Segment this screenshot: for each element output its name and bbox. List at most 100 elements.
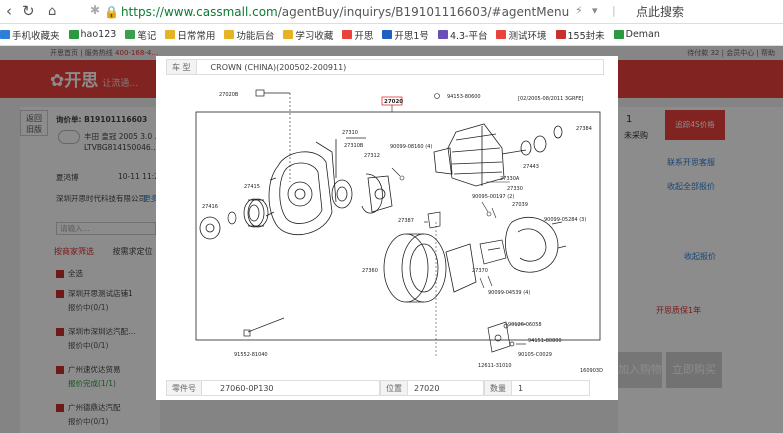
checkbox-icon[interactable]: [56, 290, 64, 298]
bookmarks-bar: 手机收藏夹 hao123 笔记日常常用功能后台学习收藏开思开思1号 4.3-平台测试环…: [0, 24, 783, 46]
back-old-version-button[interactable]: 返回旧版: [20, 110, 48, 136]
back-button-line: 返回: [26, 114, 42, 123]
label-27415: 27415: [244, 184, 260, 190]
label-90126: 90126-06058: [508, 322, 542, 328]
label-27443: 27443: [523, 164, 539, 170]
bookmark-icon: [496, 30, 507, 39]
dropdown-icon[interactable]: ▾: [592, 4, 598, 17]
label-27020: 27020: [384, 99, 403, 105]
quantity-label: 数量: [485, 381, 512, 395]
add-cart-button[interactable]: 加入购物车: [618, 352, 662, 412]
supplier-item[interactable]: 广州速优达贸易: [56, 364, 121, 375]
bookmark-item[interactable]: 学习收藏: [283, 28, 333, 42]
collapse-quote-link[interactable]: 收起报价: [684, 252, 716, 261]
model-label: 车 型: [167, 60, 197, 74]
url-path: /agentBuy/inquirys/B19101116603/#agentMe…: [277, 4, 570, 19]
bookmark-icon: [342, 30, 353, 39]
supplier-item[interactable]: 深圳开思测试店铺1: [56, 288, 133, 299]
alternator-housing: [265, 141, 337, 236]
screws-90099c: [479, 275, 493, 289]
model-value: CROWN (CHINA)(200502-200911): [210, 62, 347, 72]
label-90105: 90105-C0029: [518, 352, 552, 358]
rear-cover-27039: [505, 217, 567, 273]
part-diagram-modal: [156, 56, 618, 400]
lightning-icon[interactable]: ⚡: [575, 4, 583, 17]
tab-supplier-filter[interactable]: 按商家筛选: [54, 247, 94, 256]
collapse-all-quotes-link[interactable]: 收起全部报价: [667, 182, 715, 191]
top-strip-right[interactable]: 待付款 32 | 会员中心 | 帮助: [687, 49, 775, 57]
bolt-27020b: [255, 89, 291, 182]
supplier-item[interactable]: 深圳市深圳达汽配…: [56, 326, 136, 337]
bookmark-icon: [555, 30, 566, 39]
bookmark-icon: [382, 30, 393, 39]
quantity-value: 1: [518, 383, 524, 393]
bookmark-icon: [437, 30, 448, 39]
label-90099b: 90099-05284 (3): [544, 217, 586, 223]
bookmark-icon: [224, 30, 235, 39]
home-icon[interactable]: ⌂: [48, 4, 57, 19]
search-link[interactable]: 点此搜索: [636, 5, 685, 19]
rotor-assembly: [433, 123, 563, 187]
label-90095: 90095-00197 (2): [472, 194, 514, 200]
search-input[interactable]: 请输入…: [56, 222, 156, 235]
screw-90099: [391, 167, 405, 181]
bookmark-item[interactable]: 手机收藏夹: [0, 28, 60, 42]
label-date-range: [02/2005-08/2011 3GRFE]: [518, 96, 583, 102]
bookmark-item[interactable]: 开思1号: [382, 28, 429, 42]
label-12611: 12611-31010: [478, 363, 512, 369]
label-27039: 27039: [512, 202, 528, 208]
star-icon[interactable]: ✱: [90, 3, 101, 17]
bookmark-item[interactable]: hao123: [68, 29, 116, 40]
washer: [227, 211, 237, 225]
bookmark-item[interactable]: 测试环境: [496, 28, 547, 42]
label-94153: 94153-80600: [447, 94, 481, 100]
bookmark-icon: [165, 30, 176, 39]
checkbox-icon[interactable]: [56, 404, 64, 412]
checkbox-icon[interactable]: [56, 270, 64, 278]
bearing-27310b: [331, 137, 383, 214]
address-bar[interactable]: 🔒 https://www.cassmall.com/agentBuy/inqu…: [104, 2, 614, 21]
browser-toolbar: ‹ ↻ ⌂ ✱ 🔒 https://www.cassmall.com/agent…: [0, 0, 783, 24]
bookmark-item[interactable]: 日常常用: [165, 28, 215, 42]
logo[interactable]: ✿开思让流通…: [50, 71, 139, 91]
position-label: 位置: [381, 381, 408, 395]
contact-service-link[interactable]: 联系开思客服: [667, 158, 715, 167]
bookmark-item[interactable]: 笔记: [125, 28, 156, 42]
bookmark-item[interactable]: 开思: [342, 28, 373, 42]
bookmark-icon: [283, 30, 294, 39]
filter-tabs: 按商家筛选 按需求定位: [54, 246, 153, 257]
supplier-status: 报价中(0/1): [68, 417, 109, 426]
supplier-item[interactable]: 广州德鼎达汽配: [56, 402, 121, 413]
url-host: https://www.cassmall.com: [120, 4, 278, 19]
position-value: 27020: [414, 383, 440, 393]
region: 夏鸿博: [56, 173, 79, 182]
label-27330: 27330: [507, 186, 523, 192]
refresh-icon[interactable]: ↻: [22, 2, 35, 20]
label-27310b: 27310B: [344, 143, 364, 149]
bookmark-item[interactable]: 4.3-平台: [437, 28, 487, 42]
car-logo-icon: [58, 130, 80, 144]
tab-locate[interactable]: 按需求定位: [112, 247, 153, 256]
divider-icon: |: [612, 4, 616, 17]
track-price-button[interactable]: 追踪4S价格: [665, 110, 725, 140]
lock-icon: 🔒: [104, 4, 119, 19]
label-27330a: 27330A: [500, 176, 520, 182]
part-number-field: 零件号 27060-0P130: [166, 380, 380, 396]
supplier-status: 报价中(0/1): [68, 341, 109, 350]
qty-status: 未采购: [624, 131, 648, 140]
label-27312: 27312: [364, 153, 380, 159]
shop-more-link[interactable]: 更多: [143, 194, 158, 203]
select-all[interactable]: 全选: [56, 268, 83, 279]
back-arrow-icon[interactable]: ‹: [6, 2, 12, 20]
checkbox-icon[interactable]: [56, 366, 64, 374]
diagram-id: 160903D: [580, 368, 603, 374]
left-panel: [20, 107, 160, 433]
checkbox-icon[interactable]: [56, 328, 64, 336]
bolt-91552: [243, 317, 285, 337]
bookmark-icon: [68, 30, 79, 39]
bookmark-item[interactable]: 功能后台: [224, 28, 274, 42]
buy-now-button[interactable]: 立即购买: [666, 352, 722, 388]
label-90099a: 90099-08160 (4): [390, 144, 432, 150]
bookmark-item[interactable]: 155封未: [555, 28, 605, 42]
bookmark-item[interactable]: Deman: [613, 29, 660, 40]
